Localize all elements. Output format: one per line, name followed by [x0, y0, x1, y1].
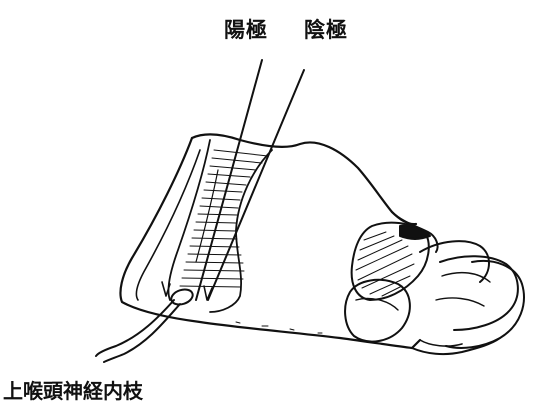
larynx-outline — [120, 138, 420, 348]
upper-border — [192, 134, 416, 224]
arytenoid-cap — [400, 225, 430, 239]
nerve-loop — [169, 287, 194, 307]
anode-needle — [196, 60, 262, 300]
nerve-label: 上喉頭神経内枝 — [3, 381, 143, 401]
arytenoid-hatching — [356, 232, 414, 296]
cathode-needle — [208, 70, 304, 300]
cathode-label: 陰極 — [304, 20, 348, 41]
tracheal-ring-inner-b — [436, 298, 484, 306]
nerve-branch-second — [104, 304, 180, 362]
membrane-left-edge — [168, 140, 210, 300]
tracheal-lower-rim — [420, 340, 462, 346]
left-fold — [136, 150, 200, 300]
anode-label: 陽極 — [224, 20, 268, 41]
tracheal-ring-3 — [446, 261, 524, 348]
